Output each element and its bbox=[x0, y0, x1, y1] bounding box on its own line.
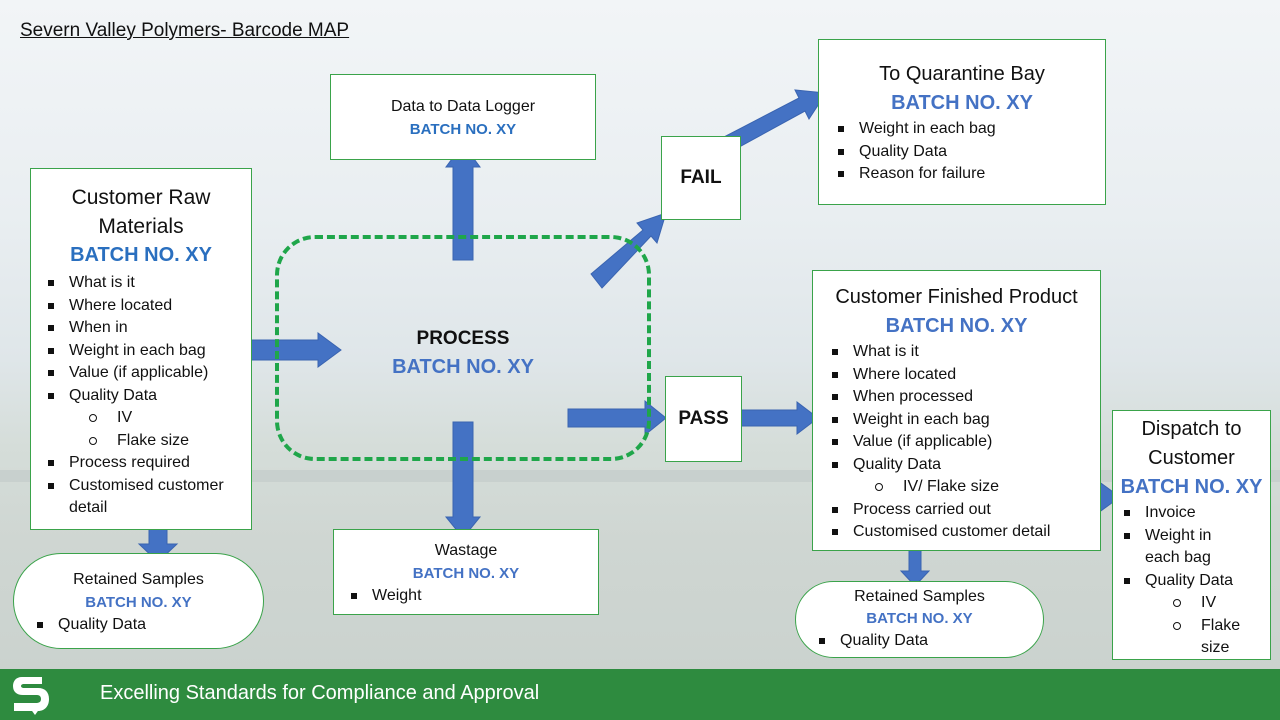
list-item: Process required bbox=[39, 452, 245, 475]
process-label: PROCESS bbox=[416, 328, 510, 349]
sub-list-item: IV bbox=[69, 407, 251, 430]
finished-sublist: IV/ Flake size bbox=[855, 476, 1100, 499]
list-item: Weight in each bag bbox=[823, 409, 1100, 432]
wastage-batch: BATCH NO. XY bbox=[412, 565, 520, 582]
wastage-list: Weight bbox=[342, 585, 598, 608]
dispatch-batch: BATCH NO. XY bbox=[1120, 476, 1263, 498]
raw-materials-list: What is it Where located When in Weight … bbox=[39, 272, 251, 407]
list-item: Quality Data bbox=[810, 630, 1043, 652]
pass-box: PASS bbox=[665, 376, 742, 462]
svp-logo-icon bbox=[13, 677, 49, 715]
raw-materials-list-after: Process required Customised customer det… bbox=[39, 452, 245, 520]
retained-left-heading: Retained Samples bbox=[73, 571, 204, 588]
sub-list-item: Flake size bbox=[1153, 615, 1270, 660]
pass-label: PASS bbox=[678, 408, 729, 429]
sub-list-item: Flake size bbox=[69, 430, 251, 453]
retained-left-batch: BATCH NO. XY bbox=[85, 594, 192, 611]
wastage-heading: Wastage bbox=[434, 542, 498, 559]
list-item: When processed bbox=[823, 386, 1100, 409]
finished-product-box: Customer Finished Product BATCH NO. XY W… bbox=[812, 270, 1101, 551]
list-item: Value (if applicable) bbox=[39, 362, 251, 385]
process-box: PROCESS BATCH NO. XY bbox=[275, 235, 651, 461]
finished-list-after: Process carried out Customised customer … bbox=[823, 499, 1100, 544]
page-title: Severn Valley Polymers- Barcode MAP bbox=[20, 20, 350, 41]
retained-right-batch: BATCH NO. XY bbox=[866, 610, 973, 627]
list-item: What is it bbox=[823, 341, 1100, 364]
list-item: Process carried out bbox=[823, 499, 1100, 522]
quarantine-box: To Quarantine Bay BATCH NO. XY Weight in… bbox=[818, 39, 1106, 205]
raw-materials-box: Customer Raw Materials BATCH NO. XY What… bbox=[30, 168, 252, 530]
finished-batch: BATCH NO. XY bbox=[885, 315, 1028, 337]
list-item: Weight bbox=[342, 585, 598, 608]
fail-box: FAIL bbox=[661, 136, 741, 220]
retained-right-list: Quality Data bbox=[810, 630, 1043, 652]
list-item: Weight in each bag bbox=[1115, 525, 1266, 570]
list-item: Where located bbox=[823, 364, 1100, 387]
sub-list-item: IV bbox=[1153, 592, 1270, 615]
list-item: Reason for failure bbox=[829, 163, 1105, 186]
process-batch: BATCH NO. XY bbox=[392, 356, 534, 378]
raw-materials-batch: BATCH NO. XY bbox=[70, 244, 212, 266]
data-logger-batch: BATCH NO. XY bbox=[409, 121, 517, 138]
list-item: Quality Data bbox=[823, 454, 1100, 477]
list-item: Quality Data bbox=[829, 141, 1105, 164]
dispatch-heading-2: Customer bbox=[1148, 447, 1235, 469]
list-item: Customised customer detail bbox=[823, 521, 1100, 544]
quarantine-heading: To Quarantine Bay bbox=[879, 63, 1045, 85]
retained-samples-left: Retained Samples BATCH NO. XY Quality Da… bbox=[13, 553, 264, 649]
footer-tagline: Excelling Standards for Compliance and A… bbox=[100, 682, 540, 704]
raw-materials-heading-2: Materials bbox=[98, 215, 184, 238]
finished-list: What is it Where located When processed … bbox=[823, 341, 1100, 476]
fail-label: FAIL bbox=[680, 167, 722, 188]
retained-left-list: Quality Data bbox=[28, 614, 263, 637]
data-logger-box: Data to Data Logger BATCH NO. XY bbox=[330, 74, 596, 160]
list-item: Quality Data bbox=[28, 614, 263, 637]
list-item: Quality Data bbox=[1115, 570, 1266, 593]
quarantine-list: Weight in each bag Quality Data Reason f… bbox=[829, 118, 1105, 186]
wastage-box: Wastage BATCH NO. XY Weight bbox=[333, 529, 599, 615]
sub-list-item: IV/ Flake size bbox=[855, 476, 1100, 499]
raw-materials-heading-1: Customer Raw bbox=[71, 186, 211, 209]
list-item: Invoice bbox=[1115, 502, 1266, 525]
dispatch-box: Dispatch to Customer BATCH NO. XY Invoic… bbox=[1112, 410, 1271, 660]
list-item: When in bbox=[39, 317, 251, 340]
arrow-pass-to-finished bbox=[740, 400, 819, 436]
retained-right-heading: Retained Samples bbox=[854, 588, 985, 605]
list-item: Weight in each bag bbox=[39, 340, 251, 363]
raw-materials-sublist: IV Flake size bbox=[69, 407, 251, 452]
process-label-group: PROCESS BATCH NO. XY bbox=[279, 324, 647, 382]
list-item: Quality Data bbox=[39, 385, 251, 408]
data-logger-heading: Data to Data Logger bbox=[390, 98, 536, 115]
list-item: Customised customer detail bbox=[39, 475, 245, 520]
list-item: What is it bbox=[39, 272, 251, 295]
dispatch-sublist: IV Flake size bbox=[1153, 592, 1270, 660]
quarantine-batch: BATCH NO. XY bbox=[891, 92, 1033, 114]
dispatch-list: Invoice Weight in each bag Quality Data bbox=[1115, 502, 1266, 592]
list-item: Weight in each bag bbox=[829, 118, 1105, 141]
dispatch-heading-1: Dispatch to bbox=[1141, 418, 1242, 440]
footer-bar: Excelling Standards for Compliance and A… bbox=[0, 669, 1280, 720]
retained-samples-right: Retained Samples BATCH NO. XY Quality Da… bbox=[795, 581, 1044, 658]
list-item: Value (if applicable) bbox=[823, 431, 1100, 454]
finished-heading: Customer Finished Product bbox=[835, 286, 1078, 308]
list-item: Where located bbox=[39, 295, 251, 318]
